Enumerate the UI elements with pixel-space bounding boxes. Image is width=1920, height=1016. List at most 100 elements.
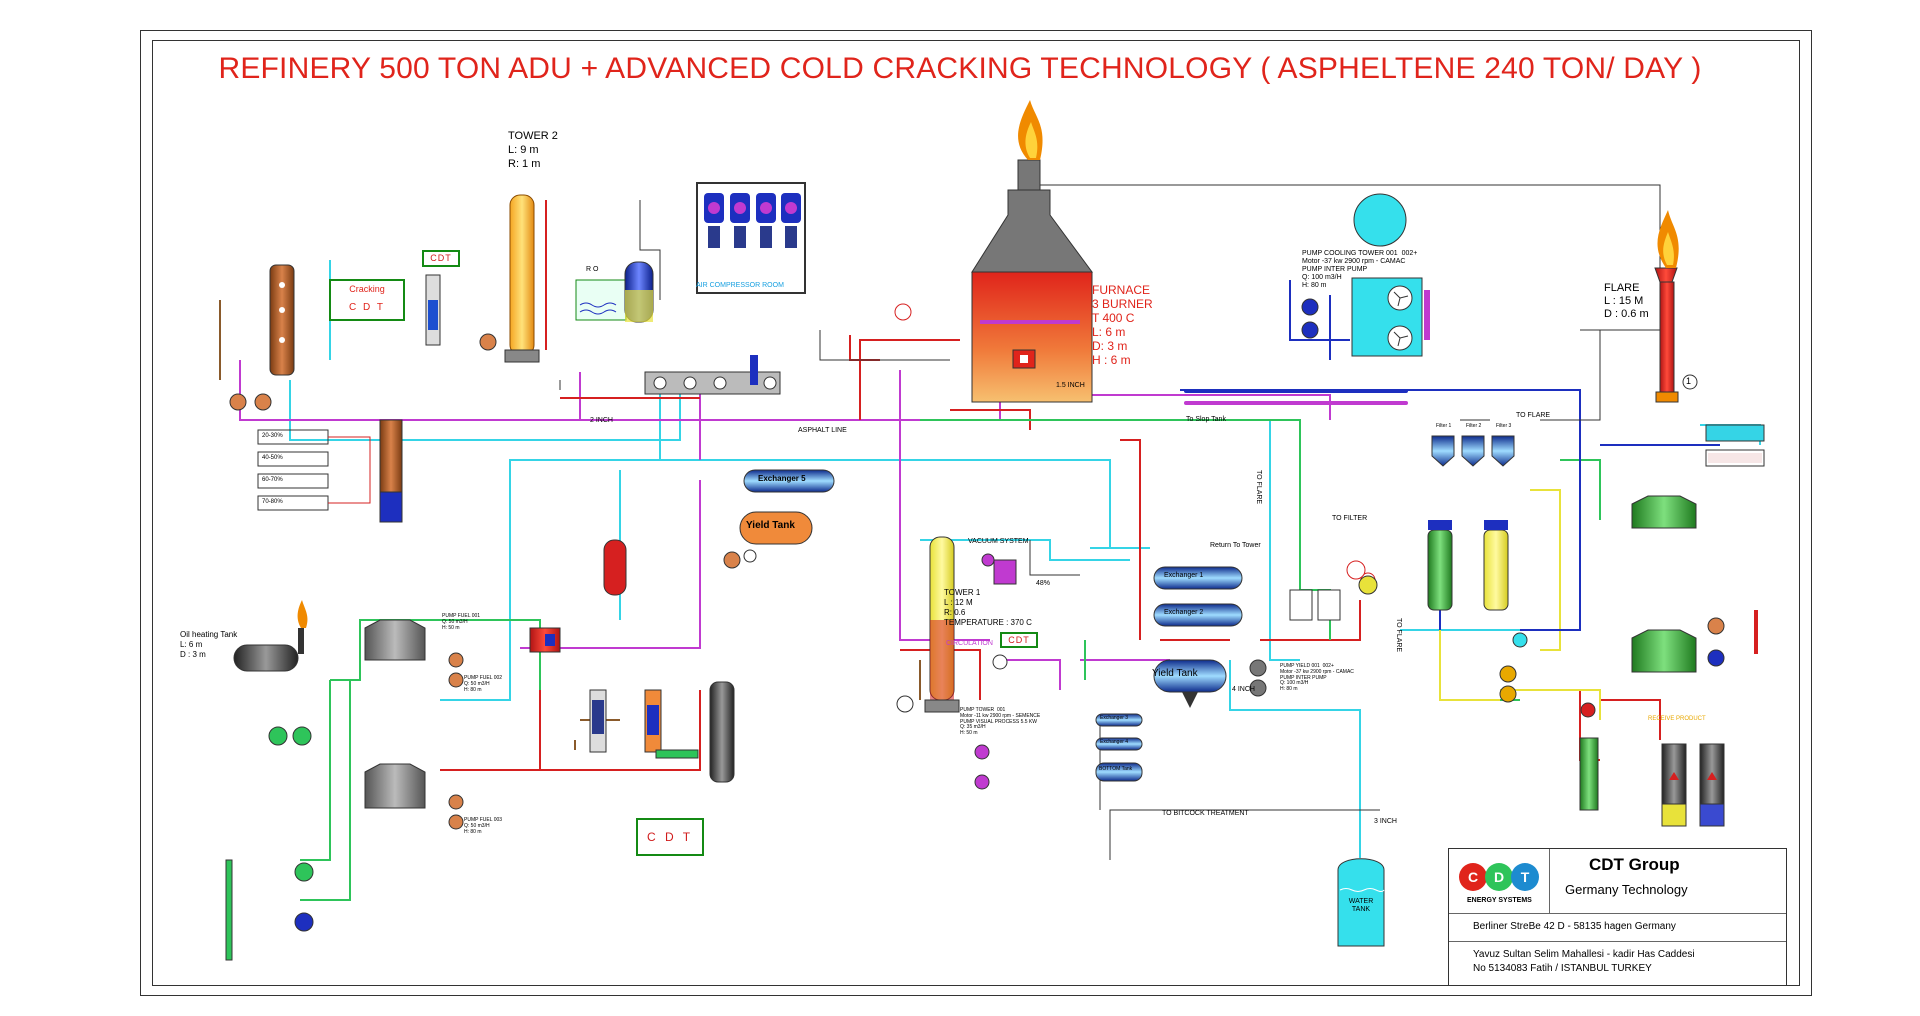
tower2-radius: R: 1 m (508, 158, 541, 170)
legend-divider-1 (1449, 913, 1786, 914)
pump-slop-2 (254, 393, 272, 411)
air-compressor-room (696, 182, 806, 294)
cut-20-30: 20-30% (262, 433, 283, 439)
address-turkey-1: Yavuz Sultan Selim Mahallesi - kadir Has… (1473, 949, 1695, 960)
receive-product-station-1 (1661, 743, 1687, 827)
company-subtitle: Germany Technology (1565, 882, 1688, 897)
flare-marker: 1 (1686, 376, 1692, 386)
flare-flame (1657, 210, 1679, 268)
svg-text:D: D (1494, 869, 1504, 885)
cracking-label: Cracking (349, 284, 385, 294)
receive-product-label: RECEIVE PRODUCT (1648, 716, 1706, 722)
exchanger-1 (1153, 566, 1243, 590)
yield-tank-left (739, 511, 813, 545)
exchanger-4-label: Exchanger 4 (1100, 739, 1129, 745)
logo-cell: C D T ENERGY SYSTEMS (1449, 849, 1550, 913)
water-tank-label: WATER TANK (1348, 898, 1374, 914)
diagram-title: REFINERY 500 TON ADU + ADVANCED COLD CRA… (218, 52, 1702, 85)
filters (1431, 435, 1515, 467)
exchanger-2 (1153, 603, 1243, 627)
green-tank-2 (1631, 629, 1697, 673)
cooling-water-tank (1353, 193, 1407, 247)
exchanger-5-label: Exchanger 5 (758, 474, 806, 483)
flare-length: L : 15 M (1604, 295, 1644, 307)
exchanger-3 (1095, 713, 1143, 727)
product-vessel-2 (1483, 529, 1509, 611)
exchanger-3-label: Exchanger 3 (1100, 715, 1129, 721)
furnace (971, 159, 1093, 403)
percent-48: 48% (1036, 580, 1051, 587)
line-3-inch: 3 INCH (1374, 818, 1397, 825)
tower2-pump (479, 333, 497, 351)
receive-product-station-2 (1699, 743, 1725, 827)
line-15-inch: 1.5 INCH (1056, 382, 1085, 389)
oil-heating-tank (233, 600, 308, 672)
air-compressor-room-label: AIR COMPRESSOR ROOM (696, 282, 784, 289)
furnace-name: FURNACE (1092, 283, 1151, 297)
product-vessel-1 (1427, 529, 1453, 611)
company-name: CDT Group (1589, 855, 1680, 874)
exchanger-5 (743, 469, 835, 493)
cooling-header-magenta (1184, 401, 1408, 405)
drawing-inner-border (152, 40, 1800, 986)
cracking-box-frame (329, 279, 405, 321)
flare-stack (1654, 267, 1679, 403)
pump-fuel-001-spec: PUMP FUEL 001 Q: 50 m3/H H: 50 m (442, 613, 481, 631)
fuel-tank-1 (364, 619, 426, 661)
line-2-inch: 2 INCH (590, 417, 613, 424)
fuel-tank-2 (364, 763, 426, 809)
filter-3-label: Filter 3 (1496, 423, 1512, 429)
oil-heating-length: L: 6 m (180, 640, 203, 649)
exchanger-1-label: Exchanger 1 (1164, 572, 1204, 579)
svg-text:C: C (1468, 869, 1478, 885)
logo-subtitle: ENERGY SYSTEMS (1467, 897, 1532, 904)
cracking-cdt-label: C D T (349, 302, 385, 313)
tower-2 (504, 194, 547, 363)
pump-fuel-002-spec: PUMP FUEL 002 Q: 50 m3/H H: 80 m (464, 675, 503, 693)
line-to-filter: TO FILTER (1332, 515, 1368, 522)
green-tank-1 (1631, 495, 1697, 529)
cdt-bottom-box: C D T (636, 818, 704, 856)
ro-label: R O (586, 266, 599, 273)
address-germany: Berliner StreBe 42 D - 58135 hagen Germa… (1473, 921, 1676, 932)
cooling-pump-2 (1301, 321, 1319, 339)
cut-receiver-tank (379, 419, 403, 493)
cut-60-70: 60-70% (262, 477, 283, 483)
filter-1-label: Filter 1 (1436, 423, 1452, 429)
cut-70-80: 70-80% (262, 499, 283, 505)
tower1-temp: TEMPERATURE : 370 C (944, 618, 1032, 627)
line-asphalt: ASPHALT LINE (798, 427, 847, 434)
filter-2-label: Filter 2 (1466, 423, 1482, 429)
furnace-height: H : 6 m (1092, 353, 1131, 367)
company-title-block: C D T ENERGY SYSTEMS CDT Group Germany T… (1448, 848, 1787, 986)
flare-diameter: D : 0.6 m (1604, 308, 1649, 320)
svg-text:T: T (1521, 869, 1530, 885)
tower2-name: TOWER 2 (508, 130, 558, 142)
receiving-pump-2 (294, 912, 314, 932)
furnace-burner: 3 BURNER (1092, 297, 1153, 311)
tower1-name: TOWER 1 (944, 588, 981, 597)
product-cut-manifold (257, 429, 371, 511)
tower-1 (924, 536, 960, 713)
slop-tank (269, 264, 295, 376)
tower2-length: L: 9 m (508, 144, 539, 156)
pump-cooling-spec: PUMP COOLING TOWER 001 002+ Motor -37 kw… (1302, 250, 1418, 290)
line-return-to-tower: Return To Tower (1210, 542, 1261, 549)
line-to-flare: TO FLARE (1516, 412, 1551, 419)
yield-tank-left-label: Yield Tank (746, 520, 795, 531)
info-box-cyan (1705, 424, 1765, 442)
furnace-temp: T 400 C (1092, 311, 1135, 325)
pump-yield-spec: PUMP YIELD 001 002+ Motor -37 kw 2900 rp… (1280, 663, 1354, 692)
tower1-radius: R: 0.6 (944, 608, 966, 617)
furnace-length: L: 6 m (1092, 325, 1126, 339)
tower1-length: L : 12 M (944, 598, 973, 607)
pump-tower-spec: PUMP TOWER 001 Motor -11 kw 2900 rpm - S… (960, 707, 1041, 736)
flare-name: FLARE (1604, 282, 1640, 294)
cooling-header-blue (1184, 389, 1408, 393)
cooling-pump-1 (1301, 298, 1319, 316)
flare-marker-circle (1682, 374, 1698, 390)
address-turkey-2: No 5134083 Fatih / ISTANBUL TURKEY (1473, 963, 1652, 974)
cdt-logo: C D T (1459, 863, 1539, 891)
slop-tank-001 (644, 371, 781, 395)
drawing-outer-border (140, 30, 1812, 996)
